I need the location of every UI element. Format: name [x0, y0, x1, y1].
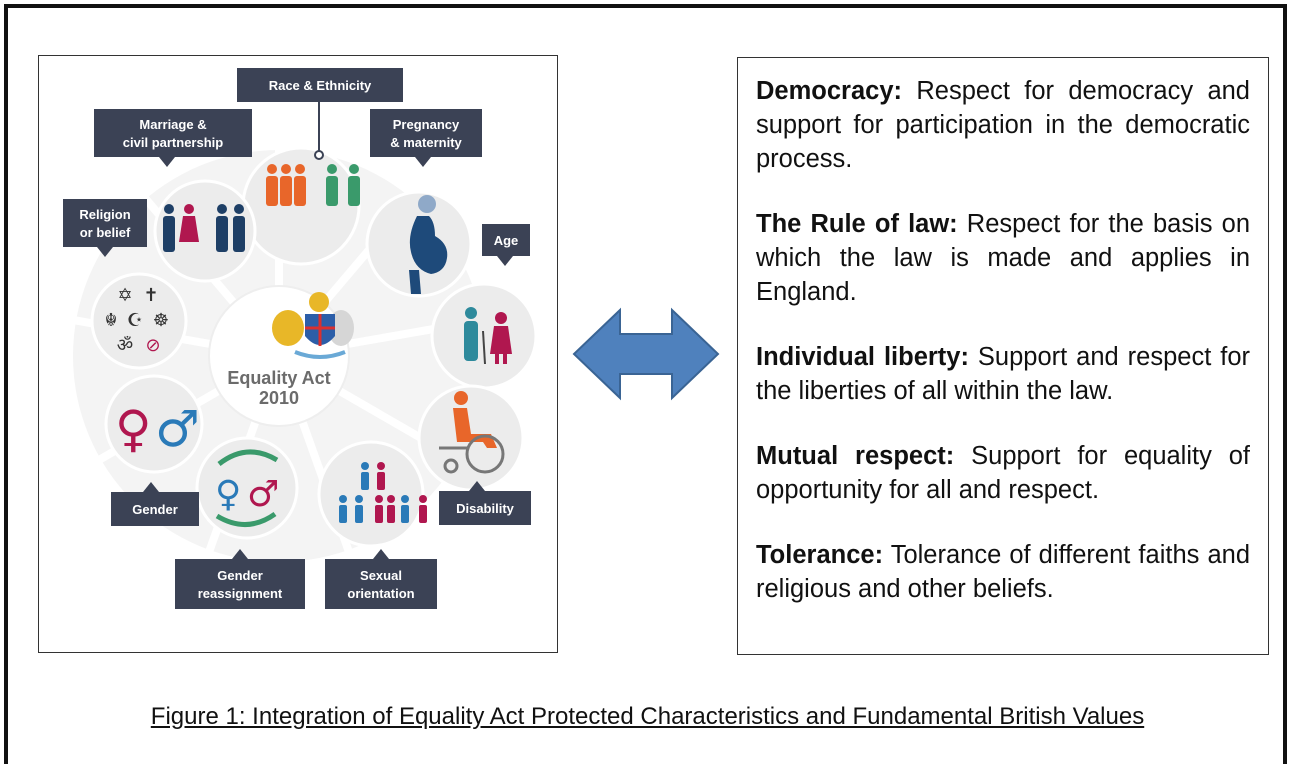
tag-sexual-orientation-label-1: Sexual [360, 568, 402, 583]
tag-gender-reassignment [175, 559, 305, 609]
value-item: Tolerance: Tolerance of different faiths… [756, 538, 1250, 606]
value-term: The Rule of law: [756, 210, 958, 238]
tag-gender [111, 492, 199, 526]
gender-circle [104, 374, 204, 474]
svg-text:♂: ♂ [247, 474, 279, 515]
value-term: Mutual respect: [756, 442, 955, 470]
tag-disability [439, 491, 531, 525]
tag-race [237, 68, 403, 102]
british-values-box: Democracy: Respect for democracy and sup… [737, 57, 1269, 655]
tag-marriage [94, 109, 252, 157]
value-item: Mutual respect: Support for equality of … [756, 439, 1250, 507]
value-term: Individual liberty: [756, 343, 969, 371]
tag-religion-label-2: or belief [80, 225, 131, 240]
tag-sexual-orientation-label-2: orientation [347, 586, 414, 601]
tag-disability-label: Disability [456, 501, 515, 516]
tag-gender-label: Gender [132, 502, 178, 517]
tag-religion-label-1: Religion [79, 207, 130, 222]
value-text: Support and respect for the liberties of… [756, 343, 1250, 405]
tag-marriage-label-1: Marriage & [139, 117, 206, 132]
value-text: Support for equality of opportunity for … [756, 442, 1250, 504]
tag-religion [63, 199, 147, 247]
gender-symbols-icon: ♀ ♂ [115, 400, 200, 458]
tag-pregnancy-label-1: Pregnancy [393, 117, 460, 132]
wheel-graphic: Equality Act 2010 [63, 68, 538, 609]
svg-text:ॐ: ॐ [117, 335, 133, 356]
gender-reassignment-icon: ♀ ♂ [215, 449, 279, 527]
tag-pregnancy-label-2: & maternity [390, 135, 462, 150]
couples-icon [163, 204, 245, 252]
value-text: Tolerance of different faiths and religi… [756, 541, 1250, 603]
elderly-couple-icon [464, 307, 512, 365]
center-year: 2010 [259, 388, 299, 408]
tag-age [482, 224, 530, 256]
marriage-circle [153, 179, 257, 283]
pregnant-woman-icon [409, 195, 448, 294]
value-item: Individual liberty: Support and respect … [756, 340, 1250, 408]
svg-text:♀: ♀ [115, 400, 152, 458]
center-title: Equality Act [227, 368, 330, 388]
value-item: Democracy: Respect for democracy and sup… [756, 74, 1250, 176]
coat-of-arms-icon [272, 292, 354, 359]
tag-sexual-orientation [325, 559, 437, 609]
equality-act-wheel: Equality Act 2010 [38, 55, 558, 653]
value-text: Respect for democracy and support for pa… [756, 77, 1250, 173]
svg-text:♂: ♂ [155, 400, 200, 458]
svg-text:☪: ☪ [127, 310, 143, 331]
svg-text:♀: ♀ [215, 474, 241, 515]
svg-text:☬: ☬ [105, 310, 118, 331]
tag-race-label: Race & Ethnicity [269, 78, 372, 93]
tag-gender-reassignment-label-2: reassignment [198, 586, 283, 601]
svg-text:✝: ✝ [143, 285, 158, 306]
value-term: Democracy: [756, 77, 902, 105]
religion-symbols-icon: ✡ ✝ ☬ ☪ ☸ ॐ ⊘ [105, 285, 169, 356]
tag-pregnancy [370, 109, 482, 157]
tag-gender-reassignment-label-1: Gender [217, 568, 263, 583]
svg-text:⊘: ⊘ [145, 335, 160, 356]
wheelchair-icon [439, 391, 505, 474]
value-term: Tolerance: [756, 541, 884, 569]
value-item: The Rule of law: Respect for the basis o… [756, 207, 1250, 309]
figure-caption: Figure 1: Integration of Equality Act Pr… [150, 703, 1145, 730]
people-icon [266, 164, 360, 206]
value-text: Respect for the basis on which the law i… [756, 210, 1250, 306]
svg-text:✡: ✡ [117, 285, 132, 306]
religion-circle [90, 272, 188, 370]
svg-text:☸: ☸ [153, 310, 169, 331]
couples-pairs-icon [339, 462, 427, 523]
figure-frame [4, 4, 1287, 764]
tag-marriage-label-2: civil partnership [123, 135, 223, 150]
sexual-orientation-circle [317, 440, 425, 548]
double-arrow-icon [572, 307, 720, 401]
tag-age-label: Age [494, 233, 519, 248]
